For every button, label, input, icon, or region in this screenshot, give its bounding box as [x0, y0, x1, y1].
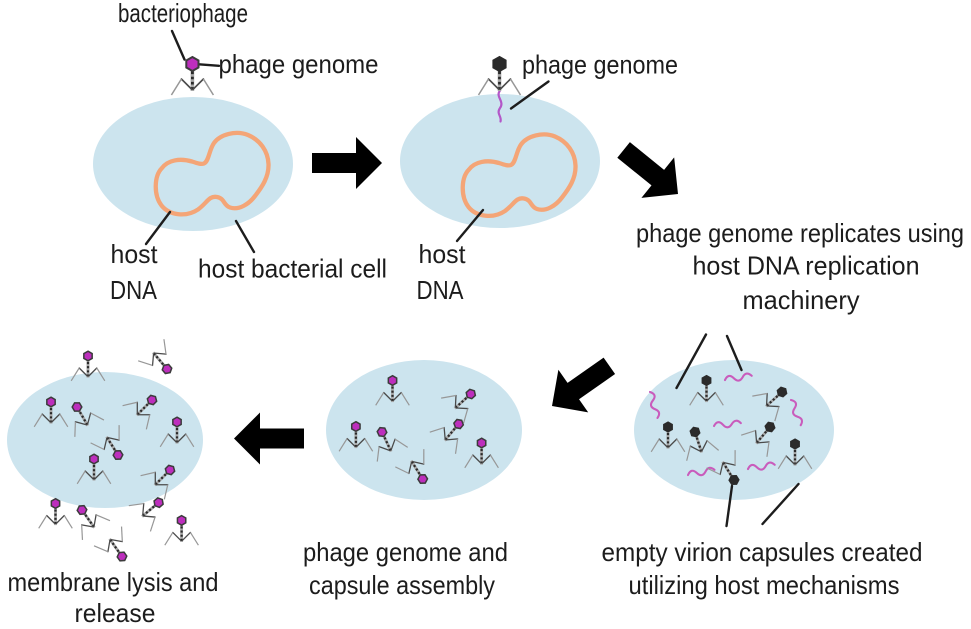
svg-text:membrane lysis and: membrane lysis and — [8, 567, 219, 597]
svg-text:phage genome: phage genome — [522, 50, 678, 80]
svg-text:host: host — [111, 239, 159, 269]
svg-text:DNA: DNA — [110, 275, 158, 305]
svg-text:phage genome and: phage genome and — [303, 537, 508, 567]
svg-text:capsule assembly: capsule assembly — [309, 570, 495, 600]
svg-text:host: host — [419, 239, 467, 269]
svg-text:machinery: machinery — [743, 285, 860, 315]
svg-text:host bacterial cell: host bacterial cell — [198, 254, 387, 284]
svg-text:phage genome replicates using: phage genome replicates using — [636, 218, 964, 248]
svg-text:empty virion capsules created: empty virion capsules created — [602, 537, 923, 567]
svg-text:host DNA replication: host DNA replication — [693, 251, 920, 281]
svg-text:bacteriophage: bacteriophage — [118, 0, 248, 28]
svg-text:DNA: DNA — [417, 275, 465, 305]
svg-text:release: release — [75, 598, 156, 628]
svg-text:phage genome: phage genome — [219, 49, 379, 79]
svg-text:utilizing host mechanisms: utilizing host mechanisms — [629, 570, 900, 600]
